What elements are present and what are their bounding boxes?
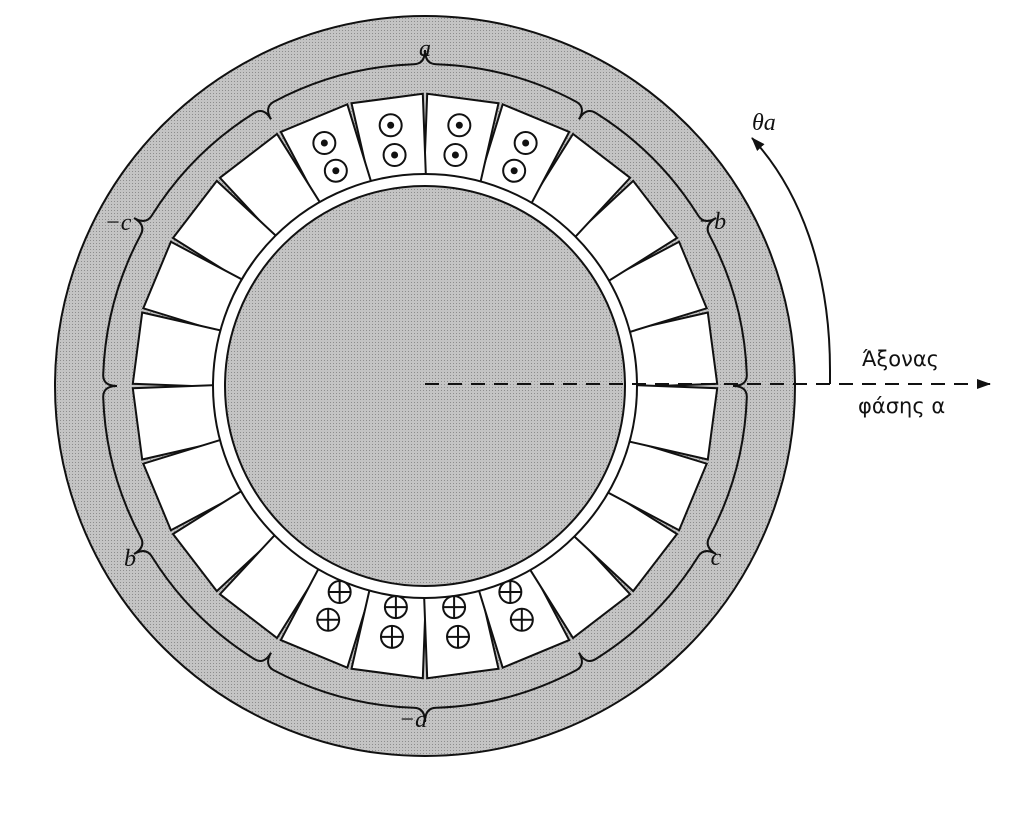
- conductor-into-page-icon: [327, 580, 352, 605]
- conductors: [312, 113, 538, 649]
- stator-slots: [131, 92, 719, 680]
- conductor-into-page-icon: [498, 580, 523, 605]
- phase-belt-braces: [102, 49, 748, 723]
- conductor-out-of-page-icon: [382, 142, 407, 167]
- conductor-into-page-icon: [383, 595, 408, 620]
- theta-arc-arrow: [751, 137, 831, 384]
- conductor-out-of-page-icon: [447, 113, 472, 138]
- phase-label-c: c: [711, 545, 722, 571]
- brace-phase-b: [102, 385, 272, 662]
- axis-label-line1: Άξονας: [862, 347, 939, 371]
- axis-label-line2: φάσης α: [858, 394, 945, 418]
- conductor-into-page-icon: [316, 607, 341, 632]
- conductor-out-of-page-icon: [378, 113, 403, 138]
- brace-phase-minus-c: [102, 110, 272, 387]
- rotor: [224, 185, 626, 587]
- phase-label-a: a: [419, 36, 431, 62]
- brace-phase-c: [578, 385, 748, 662]
- conductor-out-of-page-icon: [312, 131, 337, 156]
- conductor-out-of-page-icon: [443, 142, 468, 167]
- phase-label-minus-b: −b: [698, 209, 726, 235]
- conductor-out-of-page-icon: [513, 131, 538, 156]
- conductor-out-of-page-icon: [323, 158, 348, 183]
- brace-phase-a: [267, 49, 583, 120]
- phase-label-b: b: [124, 546, 136, 572]
- conductor-into-page-icon: [509, 607, 534, 632]
- phase-label-minus-a: −a: [399, 707, 427, 733]
- conductor-into-page-icon: [446, 624, 471, 649]
- brace-phase-minus-a: [267, 652, 583, 723]
- theta-label: θa: [752, 110, 776, 136]
- brace-phase-minus-b: [578, 110, 748, 387]
- conductor-into-page-icon: [442, 595, 467, 620]
- phase-label-minus-c: −c: [105, 210, 132, 236]
- conductor-into-page-icon: [379, 624, 404, 649]
- conductor-out-of-page-icon: [502, 158, 527, 183]
